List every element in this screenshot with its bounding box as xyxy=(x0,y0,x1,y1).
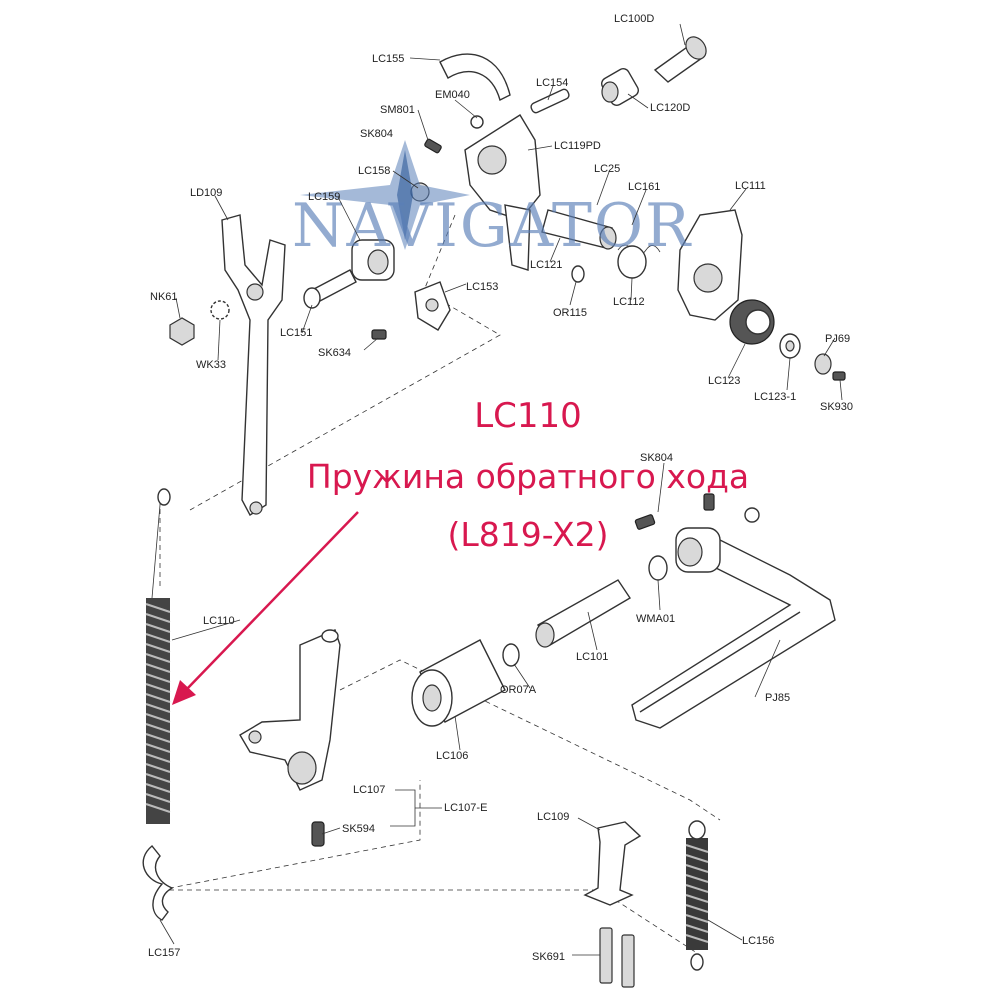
label-lc154: LC154 xyxy=(536,77,568,89)
part-wma01 xyxy=(648,555,668,581)
part-screw-top xyxy=(703,493,715,511)
label-lc157: LC157 xyxy=(148,947,180,959)
label-lc155: LC155 xyxy=(372,53,404,65)
label-nk61: NK61 xyxy=(150,291,178,303)
part-screw-cap xyxy=(744,507,760,523)
label-lc107e: LC107-E xyxy=(444,802,487,814)
part-lc109 xyxy=(583,821,642,906)
label-lc111: LC111 xyxy=(735,180,766,192)
part-sk930 xyxy=(832,371,846,381)
label-lc153: LC153 xyxy=(466,281,498,293)
part-em040 xyxy=(470,115,484,129)
label-lc107: LC107 xyxy=(353,784,385,796)
part-sk594 xyxy=(311,821,325,847)
part-sk634 xyxy=(371,329,387,340)
label-lc123-1: LC123-1 xyxy=(754,391,796,403)
part-lc121 xyxy=(541,209,617,250)
label-lc123: LC123 xyxy=(708,375,740,387)
label-pj85: PJ85 xyxy=(765,692,790,704)
label-lc109: LC109 xyxy=(537,811,569,823)
logo-text: NAVIGATOR xyxy=(292,191,692,261)
label-lc156: LC156 xyxy=(742,935,774,947)
part-nk61 xyxy=(169,317,195,346)
part-pj85 xyxy=(631,529,836,729)
part-lc155 xyxy=(439,53,511,102)
part-lc153 xyxy=(414,281,451,331)
part-lc119pd xyxy=(464,114,541,271)
label-lc100d: LC100D xyxy=(614,13,654,25)
part-pj69 xyxy=(814,353,832,375)
part-or07a xyxy=(502,643,520,667)
part-sk804-upper xyxy=(424,138,442,154)
part-labels: LC100D LC155 LC154 LC120D EM040 SM801 SK… xyxy=(148,13,853,963)
label-lc119pd: LC119PD xyxy=(554,140,601,152)
navigator-logo: NAVIGATOR xyxy=(292,140,692,261)
part-sk804-lower xyxy=(634,514,656,530)
part-sk691 xyxy=(599,927,635,988)
part-or115 xyxy=(571,265,585,283)
label-or115: OR115 xyxy=(553,307,587,319)
part-lc100d xyxy=(653,36,707,83)
label-em040: EM040 xyxy=(435,89,470,101)
part-lc110-spring xyxy=(145,488,171,824)
part-lc151 xyxy=(303,269,357,309)
label-or07a: OR07A xyxy=(500,684,537,696)
label-lc151: LC151 xyxy=(280,327,312,339)
label-sk804-upper: SK804 xyxy=(360,128,393,140)
callout-model: (L819-X2) xyxy=(448,515,609,554)
callout-arrow xyxy=(172,511,359,705)
label-lc161: LC161 xyxy=(628,181,660,193)
label-lc120d: LC120D xyxy=(650,102,690,114)
part-lc123 xyxy=(729,299,775,345)
part-lc157 xyxy=(142,845,174,921)
part-lc156-spring xyxy=(685,820,709,971)
label-lc158: LC158 xyxy=(358,165,390,177)
label-pj69: PJ69 xyxy=(825,333,850,345)
label-sk634: SK634 xyxy=(318,347,351,359)
part-lc120d xyxy=(601,68,639,106)
callout-title: Пружина обратного хода xyxy=(307,457,749,496)
callout-code: LC110 xyxy=(474,396,582,436)
label-sk804-lower: SK804 xyxy=(640,452,673,464)
part-pj85-collar xyxy=(675,527,721,573)
upper-assembly xyxy=(169,36,846,516)
part-lc154 xyxy=(530,88,570,114)
label-wma01: WMA01 xyxy=(636,613,675,625)
part-wk33 xyxy=(210,300,230,320)
part-lc101 xyxy=(535,579,631,648)
part-lc123-1 xyxy=(779,333,801,359)
label-sk930: SK930 xyxy=(820,401,853,413)
lower-assembly xyxy=(142,488,836,988)
part-lc107 xyxy=(239,629,341,791)
label-lc106: LC106 xyxy=(436,750,468,762)
callout: LC110 Пружина обратного хода (L819-X2) xyxy=(172,396,749,705)
part-lc111 xyxy=(677,209,743,321)
label-lc101: LC101 xyxy=(576,651,608,663)
label-wk33: WK33 xyxy=(196,359,226,371)
label-sm801: SM801 xyxy=(380,104,415,116)
label-lc121: LC121 xyxy=(530,259,562,271)
label-sk594: SK594 xyxy=(342,823,375,835)
label-ld109: LD109 xyxy=(190,187,222,199)
part-lc106 xyxy=(411,639,506,727)
part-ld109 xyxy=(221,214,286,516)
leader-lines xyxy=(159,23,843,956)
label-lc110: LC110 xyxy=(203,615,235,627)
label-lc159: LC159 xyxy=(308,191,340,203)
label-sk691: SK691 xyxy=(532,951,565,963)
part-lc159 xyxy=(351,239,395,281)
label-lc112: LC112 xyxy=(613,296,645,308)
label-lc25: LC25 xyxy=(594,163,620,175)
